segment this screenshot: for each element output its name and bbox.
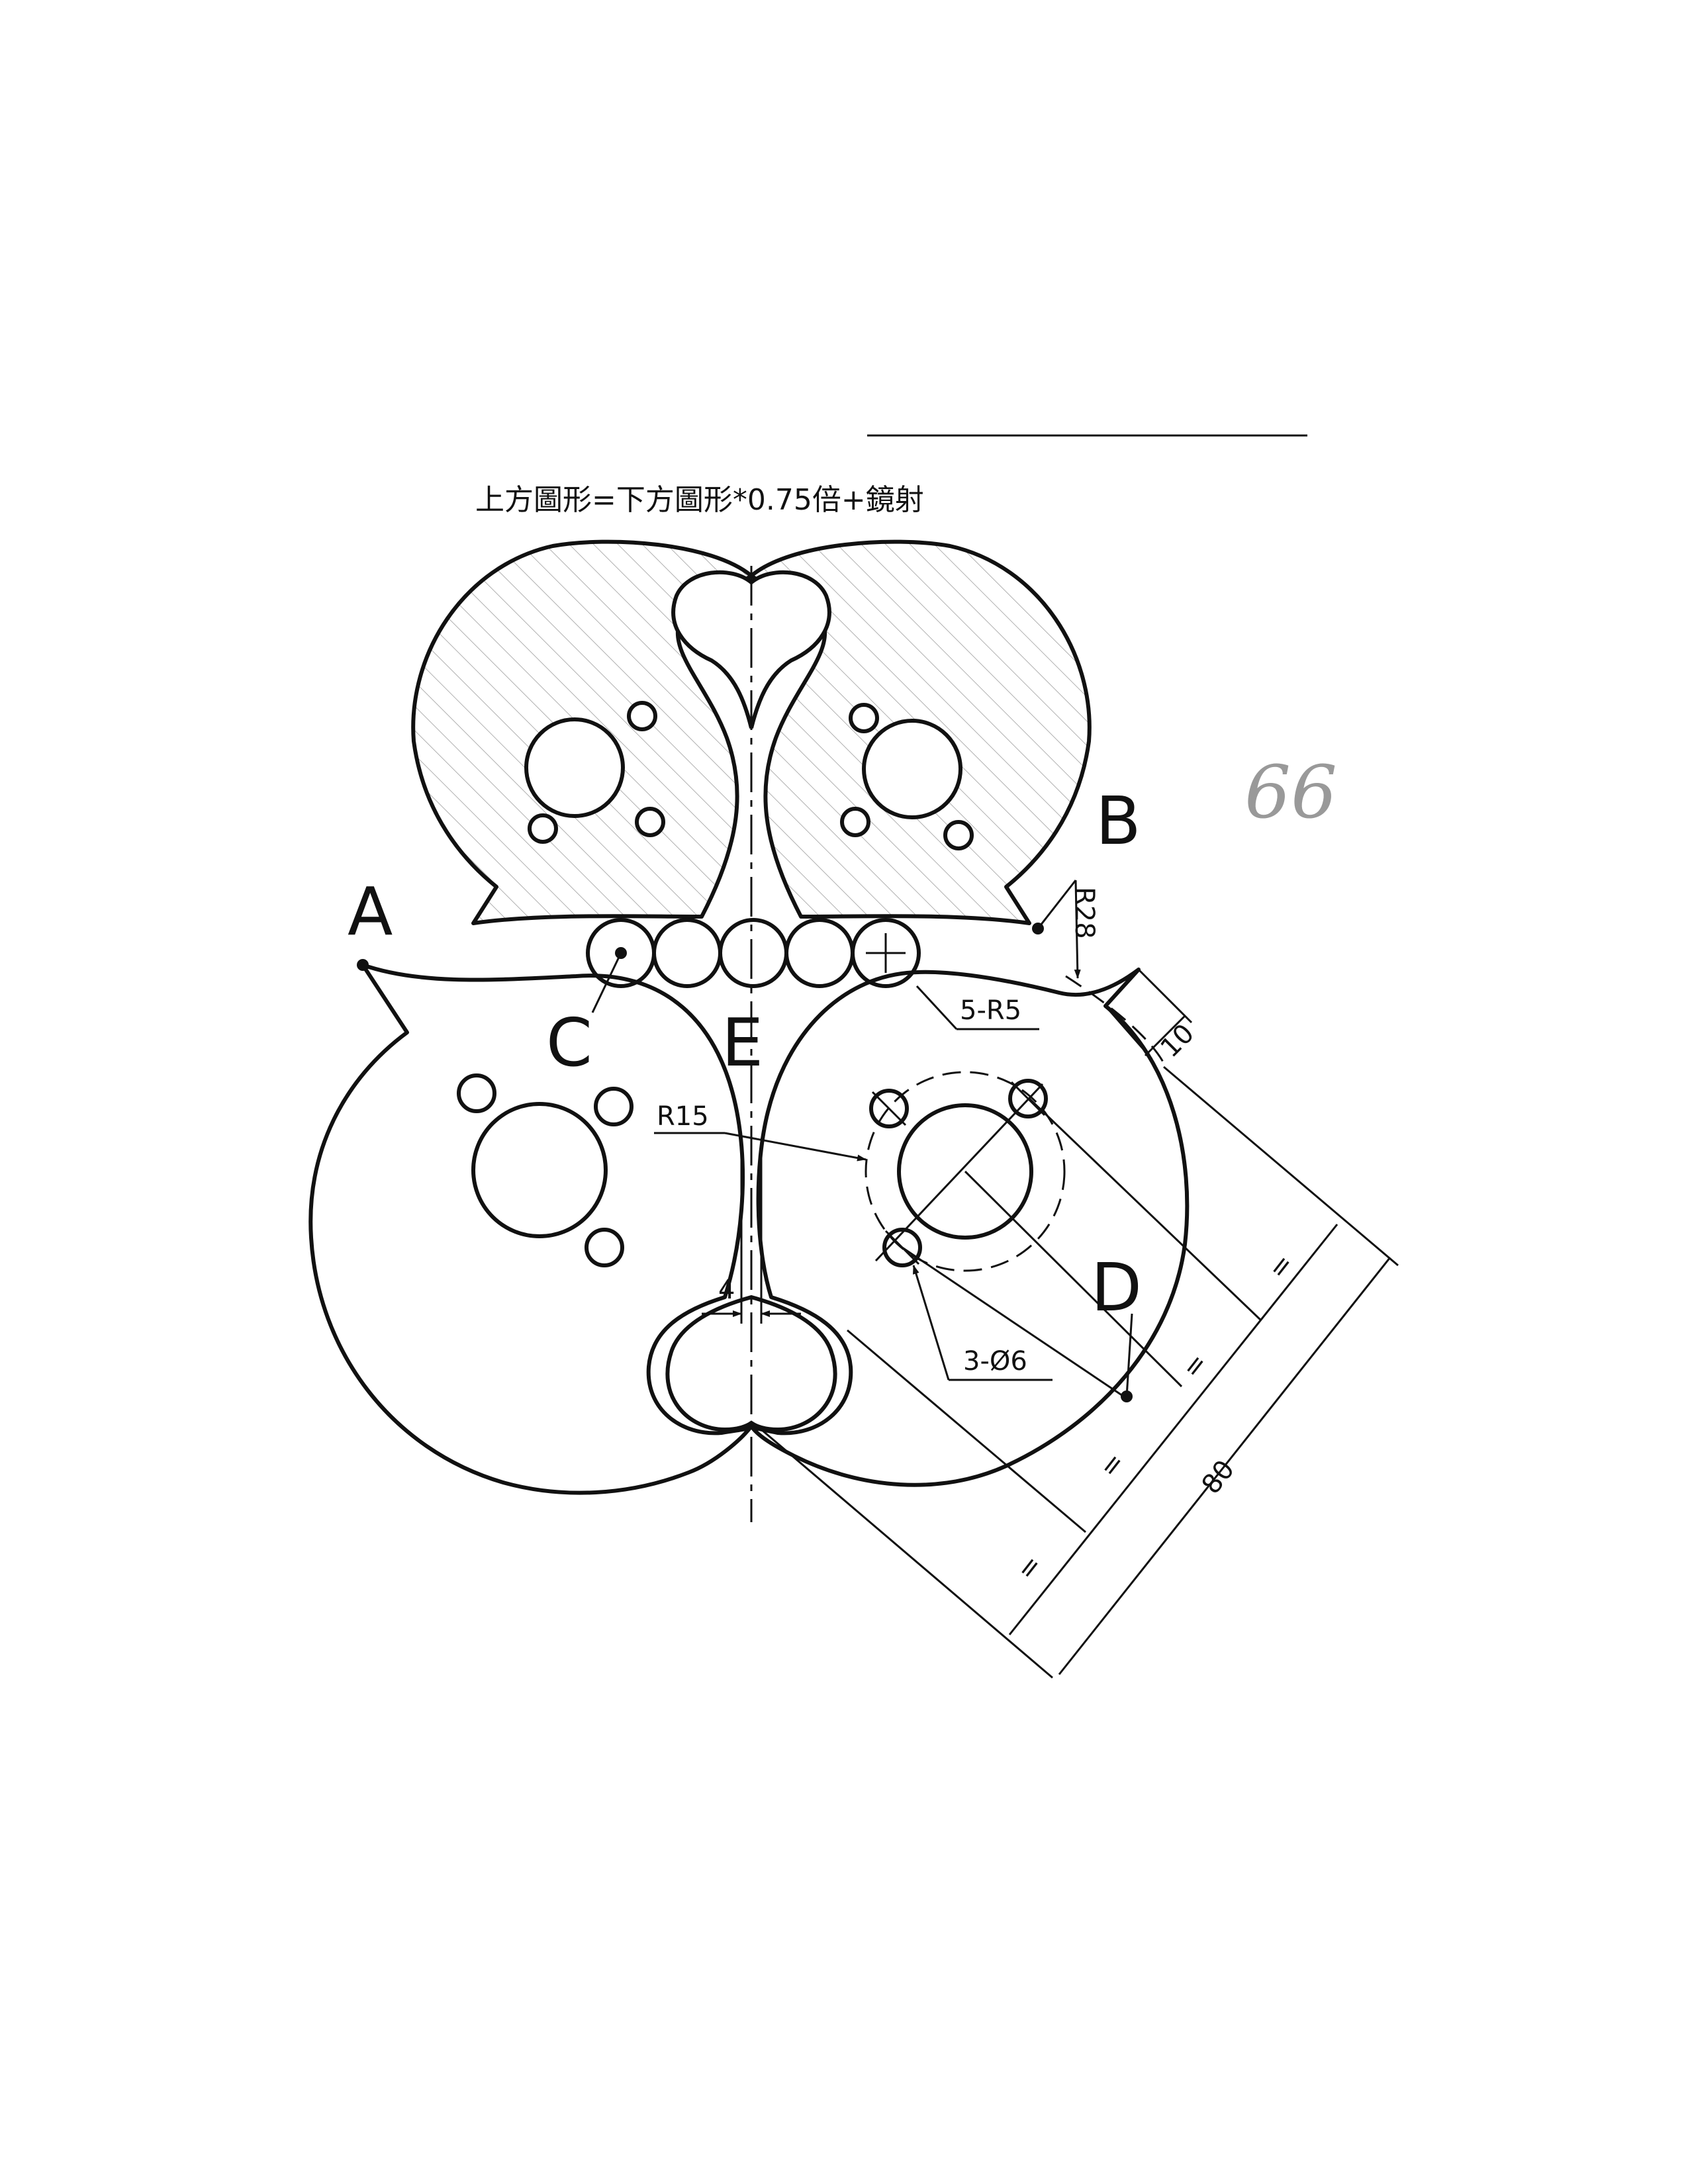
holes-label: 3-Ø6 (963, 1346, 1027, 1377)
bottom-outer-outline (308, 963, 1190, 1495)
handwritten-scribble: 66 (1244, 750, 1337, 835)
r28-label: R28 (1069, 887, 1100, 939)
point-c-label: C (546, 1004, 592, 1081)
r5-leader-diag (915, 985, 958, 1030)
bottom-right-hole-cross-1 (871, 1091, 907, 1126)
bottom-left-center-hole (471, 1102, 608, 1238)
top-left-center-hole (524, 717, 625, 818)
diag-ext-1 (1163, 1066, 1399, 1267)
bottom-right-small-hole-1 (869, 1089, 909, 1128)
ten-dim-line (1144, 1015, 1186, 1057)
top-left-small-hole-3 (528, 813, 558, 844)
diag-ext-6 (761, 1428, 1053, 1679)
diag-ext-5 (847, 1329, 1086, 1533)
bottom-right-diagonal-axis-1 (874, 1083, 1044, 1262)
point-d-leader (1125, 1313, 1133, 1397)
four-label: 4 (718, 1275, 735, 1305)
scale-mirror-note: 上方圖形=下方圖形*0.75倍+鏡射 (475, 483, 924, 517)
ten-dim-ext-1 (1137, 968, 1193, 1024)
bottom-right-center-hole (897, 1103, 1033, 1240)
r15-leader (724, 1132, 867, 1161)
r28-arc (1065, 975, 1166, 1066)
bottom-left-small-hole-3 (585, 1228, 624, 1267)
diag-ext-2 (1028, 1097, 1262, 1322)
bottom-right-small-hole-2 (1008, 1079, 1048, 1118)
equal-label-4: = (1011, 1549, 1049, 1586)
bottom-right-small-hole-3 (882, 1228, 922, 1267)
point-e-label: E (722, 1004, 763, 1081)
top-right-small-hole-1 (849, 703, 879, 733)
r28-leader (1074, 880, 1081, 979)
ten-dim-ext-2 (1104, 1005, 1153, 1060)
r5-circle-4 (784, 918, 855, 988)
r5-label: 5-R5 (960, 995, 1021, 1026)
r5-circle-3 (718, 918, 788, 988)
point-c-leader (591, 952, 622, 1013)
top-left-small-hole-2 (635, 807, 665, 837)
diag-ext-3 (964, 1170, 1183, 1388)
top-right-center-hole (862, 719, 962, 819)
holes-leader (912, 1265, 950, 1381)
equal-dim-line (1008, 1224, 1338, 1635)
bottom-right-hole-cross-2 (1010, 1081, 1046, 1116)
r5-circle-5 (851, 918, 921, 988)
ten-label: 10 (1155, 1019, 1201, 1064)
point-b-label: B (1096, 782, 1141, 860)
top-left-small-hole-1 (627, 701, 657, 731)
r15-bolt-circle (865, 1071, 1066, 1272)
top-right-small-hole-2 (840, 807, 870, 837)
equal-label-2: = (1176, 1347, 1214, 1384)
r28-leader-tail (1037, 880, 1077, 929)
point-a-dot (357, 959, 369, 971)
point-d-label: D (1091, 1249, 1142, 1326)
top-right-small-hole-3 (943, 820, 974, 850)
r5-circle-2 (652, 918, 722, 988)
diag-ext-4 (902, 1246, 1129, 1401)
point-a-label: A (348, 873, 393, 950)
equal-label-3: = (1094, 1447, 1131, 1483)
bottom-left-small-hole-1 (457, 1073, 496, 1113)
eighty-dim-line (1058, 1257, 1391, 1675)
bottom-left-small-hole-2 (594, 1087, 633, 1126)
r15-label: R15 (657, 1101, 709, 1132)
